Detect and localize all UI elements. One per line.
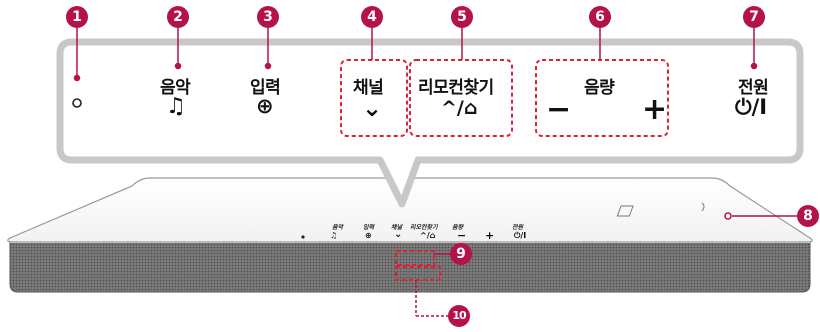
callout-bubble xyxy=(56,38,804,208)
device-power-icon: ⏻/I xyxy=(514,231,527,240)
leader-lines xyxy=(73,28,798,317)
volume-button-label: 음량 xyxy=(584,78,615,98)
remote-finder-button-label: 리모컨찾기 xyxy=(418,78,494,98)
sensor-dashed-box-9 xyxy=(395,250,435,266)
remote-finder-dashed-box xyxy=(409,59,513,137)
device-led-dot xyxy=(301,235,305,239)
music-button-label: 음악 xyxy=(160,78,191,98)
remote-finder-icon: ^/⌂ xyxy=(441,97,478,119)
device-label-power: 전원 xyxy=(512,224,524,231)
power-icon: ⏻/I xyxy=(735,95,768,119)
standby-led-indicator xyxy=(72,98,82,108)
device-volume-up-icon: + xyxy=(485,229,495,242)
badge-4: 4 xyxy=(361,6,383,28)
device-label-music: 음악 xyxy=(332,224,344,231)
device-music-icon: ♫ xyxy=(330,231,338,240)
sensor-dashed-box-10 xyxy=(395,266,441,281)
device-channel-icon: ⌄ xyxy=(394,229,403,240)
badge-10: 10 xyxy=(448,305,470,327)
device-label-input: 입력 xyxy=(363,224,375,231)
input-button-label: 입력 xyxy=(250,78,281,98)
input-icon: ⊕ xyxy=(256,94,274,118)
badge-7: 7 xyxy=(743,6,765,28)
badge-9: 9 xyxy=(450,243,472,265)
power-button-label: 전원 xyxy=(738,78,769,98)
badge-1: 1 xyxy=(66,6,88,28)
channel-button-label: 채널 xyxy=(353,78,384,98)
device-volume-down-icon: − xyxy=(457,229,467,242)
device-remote-finder-icon: ^/⌂ xyxy=(420,231,436,240)
device-input-icon: ⊕ xyxy=(365,231,372,240)
badge-3: 3 xyxy=(257,6,279,28)
soundbar-device xyxy=(7,177,813,293)
badge-2: 2 xyxy=(167,6,189,28)
device-label-remote-finder: 리모컨찾기 xyxy=(410,224,438,231)
device-panel-icons xyxy=(301,235,305,239)
music-icon: ♫ xyxy=(166,94,186,119)
nfc-mark xyxy=(616,202,705,217)
channel-dashed-box xyxy=(340,59,408,137)
volume-up-icon: + xyxy=(642,92,668,127)
volume-dashed-box xyxy=(535,59,669,137)
device-label-channel: 채널 xyxy=(391,224,403,231)
badge-6: 6 xyxy=(589,6,611,28)
channel-down-icon: ⌄ xyxy=(362,94,383,122)
badge-8: 8 xyxy=(797,205,819,227)
device-label-volume: 음량 xyxy=(452,224,464,231)
badge-5: 5 xyxy=(451,6,473,28)
volume-down-icon: − xyxy=(546,92,572,127)
